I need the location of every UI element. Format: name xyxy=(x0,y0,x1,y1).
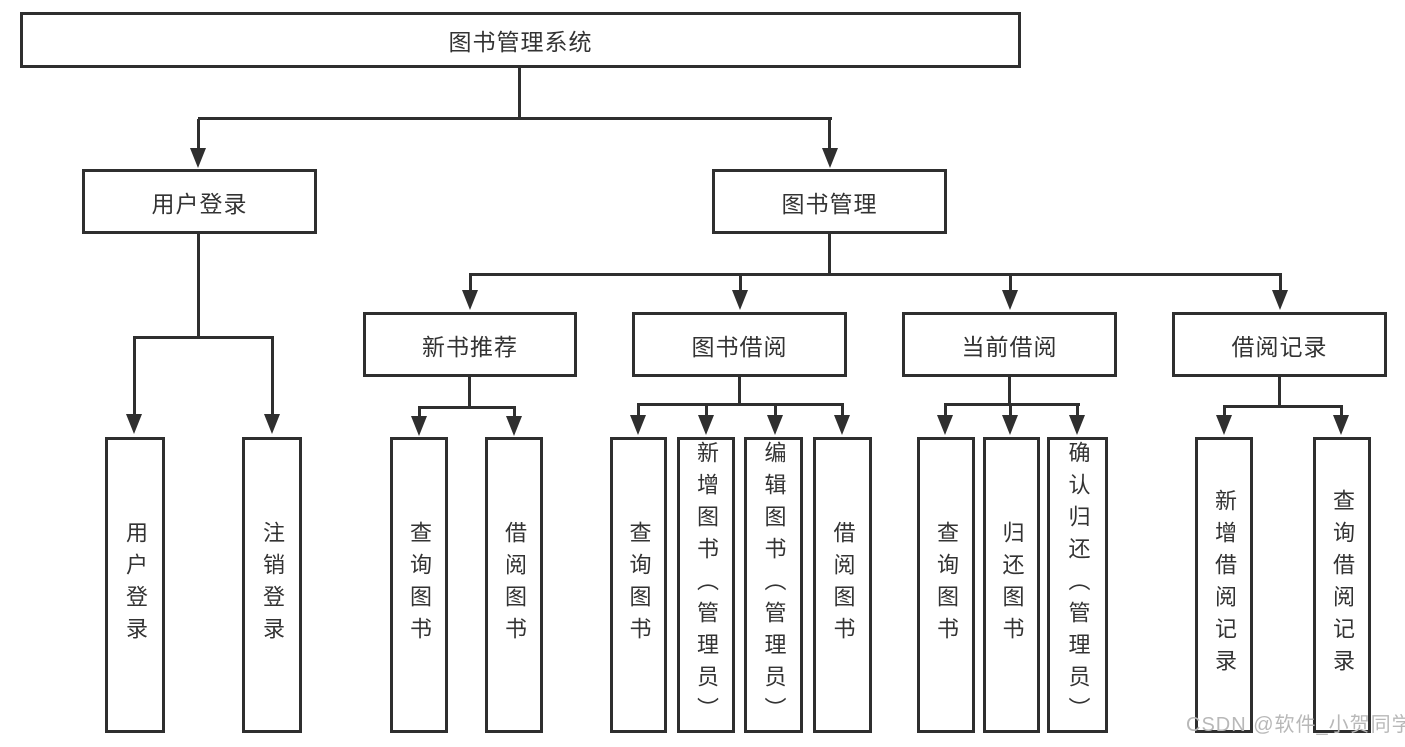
connector-line xyxy=(637,403,844,406)
node-user-login: 用户登录 xyxy=(82,169,317,234)
leaf-label: 编辑图书（管理员） xyxy=(761,441,787,729)
leaf-label: 新增图书（管理员） xyxy=(694,441,719,729)
arrow-down-icon xyxy=(506,416,522,436)
leaf-add-borrow-record: 新增借阅记录 xyxy=(1195,437,1253,733)
connector-line xyxy=(841,405,844,416)
connector-line xyxy=(513,408,516,417)
arrow-down-icon xyxy=(1002,290,1018,310)
arrow-down-icon xyxy=(767,415,783,435)
leaf-label: 查询图书 xyxy=(407,521,432,649)
leaf-borrow-books-recommend: 借阅图书 xyxy=(485,437,543,733)
leaf-label: 查询借阅记录 xyxy=(1330,489,1355,681)
arrow-down-icon xyxy=(822,148,838,168)
leaf-label: 借阅图书 xyxy=(830,521,856,649)
arrow-down-icon xyxy=(698,415,714,435)
csdn-watermark: CSDN @软件_小贺同学 xyxy=(1186,714,1405,736)
leaf-query-books-current: 查询图书 xyxy=(917,437,975,733)
node-current-borrowing: 当前借阅 xyxy=(902,312,1117,377)
leaf-return-books: 归还图书 xyxy=(983,437,1040,733)
arrow-down-icon xyxy=(411,416,427,436)
arrow-down-icon xyxy=(462,290,478,310)
connector-line xyxy=(1340,407,1343,416)
arrow-down-icon xyxy=(1002,415,1018,435)
node-new-book-recommendation: 新书推荐 xyxy=(363,312,577,377)
connector-line xyxy=(1223,405,1343,408)
leaf-label: 用户登录 xyxy=(123,521,148,649)
leaf-label: 注销登录 xyxy=(260,521,285,649)
leaf-borrow-books: 借阅图书 xyxy=(813,437,872,733)
connector-line xyxy=(828,119,831,150)
connector-line xyxy=(739,275,742,291)
connector-line xyxy=(944,405,947,416)
connector-line xyxy=(418,408,421,417)
leaf-query-books-borrowing: 查询图书 xyxy=(610,437,667,733)
connector-line xyxy=(828,233,831,275)
connector-line xyxy=(1009,405,1012,416)
leaf-edit-books-admin: 编辑图书（管理员） xyxy=(744,437,803,733)
connector-line xyxy=(133,338,136,415)
connector-line xyxy=(1223,407,1226,416)
leaf-label: 确认归还（管理员） xyxy=(1065,441,1091,729)
connector-line xyxy=(197,233,200,337)
connector-line xyxy=(418,406,516,409)
connector-line xyxy=(1278,376,1281,407)
connector-line xyxy=(468,376,471,408)
arrow-down-icon xyxy=(264,414,280,434)
connector-line xyxy=(518,67,521,119)
connector-line xyxy=(133,336,274,339)
arrow-down-icon xyxy=(732,290,748,310)
connector-line xyxy=(1279,275,1282,291)
node-borrowing-records: 借阅记录 xyxy=(1172,312,1387,377)
arrow-down-icon xyxy=(126,414,142,434)
arrow-down-icon xyxy=(190,148,206,168)
connector-line xyxy=(1009,275,1012,291)
arrow-down-icon xyxy=(630,415,646,435)
connector-line xyxy=(198,117,832,120)
arrow-down-icon xyxy=(1333,415,1349,435)
arrow-down-icon xyxy=(834,415,850,435)
leaf-query-borrow-record: 查询借阅记录 xyxy=(1313,437,1371,733)
connector-line xyxy=(469,275,472,291)
leaf-label: 查询图书 xyxy=(626,521,652,649)
node-library-management-system: 图书管理系统 xyxy=(20,12,1021,68)
leaf-label: 借阅图书 xyxy=(502,521,527,649)
leaf-user-login: 用户登录 xyxy=(105,437,165,733)
leaf-confirm-return-admin: 确认归还（管理员） xyxy=(1047,437,1108,733)
arrow-down-icon xyxy=(937,415,953,435)
leaf-label: 归还图书 xyxy=(999,521,1025,649)
connector-line xyxy=(271,338,274,415)
leaf-add-books-admin: 新增图书（管理员） xyxy=(677,437,735,733)
leaf-label: 查询图书 xyxy=(934,521,959,649)
leaf-label: 新增借阅记录 xyxy=(1212,489,1237,681)
leaf-logout: 注销登录 xyxy=(242,437,302,733)
arrow-down-icon xyxy=(1272,290,1288,310)
connector-line xyxy=(197,119,200,150)
node-book-management: 图书管理 xyxy=(712,169,947,234)
leaf-query-books-recommend: 查询图书 xyxy=(390,437,448,733)
node-book-borrowing: 图书借阅 xyxy=(632,312,847,377)
arrow-down-icon xyxy=(1069,415,1085,435)
connector-line xyxy=(944,403,1080,406)
connector-line xyxy=(774,405,777,416)
connector-line xyxy=(469,273,1282,276)
arrow-down-icon xyxy=(1216,415,1232,435)
connector-line xyxy=(1008,376,1011,406)
connector-line xyxy=(1076,405,1079,416)
connector-line xyxy=(705,405,708,416)
connector-line xyxy=(637,405,640,416)
connector-line xyxy=(738,376,741,406)
